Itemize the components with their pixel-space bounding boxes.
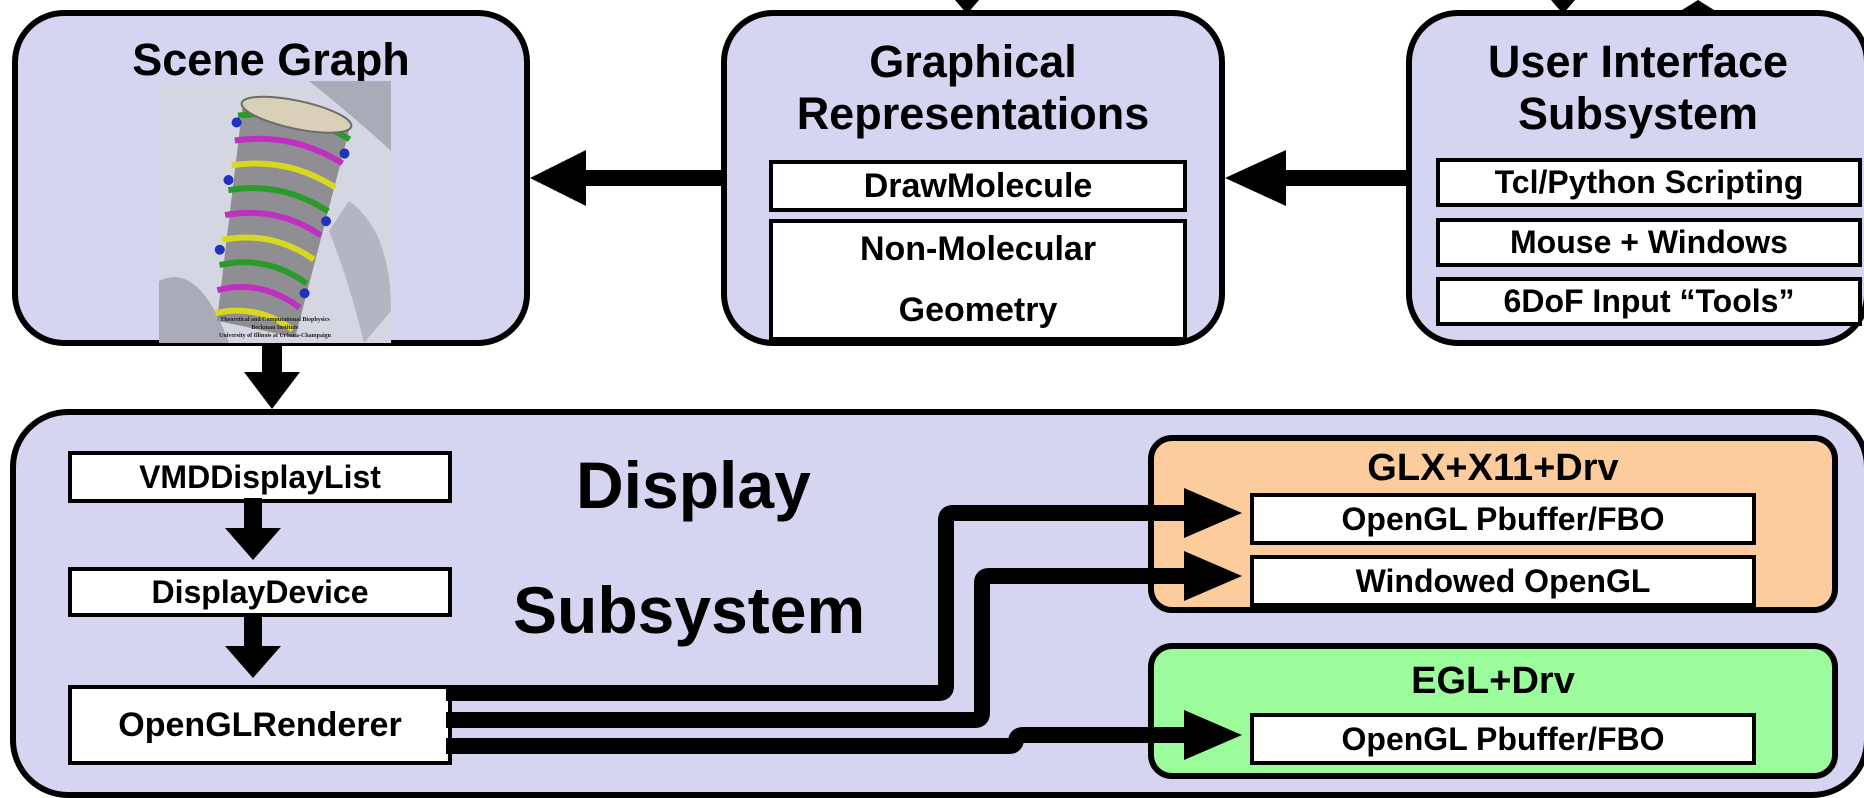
vmddisplaylist-label: VMDDisplayList	[139, 458, 381, 495]
scenegraph-to-display-shaft	[262, 346, 282, 374]
scenegraph-to-display-arrowhead	[244, 372, 300, 409]
openglrenderer-label: OpenGLRenderer	[118, 705, 402, 744]
graphical-representations-title-line2: Representations	[796, 88, 1150, 139]
six-dof-input-tools-box: 6DoF Input “Tools”	[1436, 277, 1862, 326]
egl-drv-title: EGL+Drv	[1411, 660, 1575, 702]
scene-graph-panel: Scene Graph	[12, 10, 530, 346]
openglrenderer-box: OpenGLRenderer	[68, 685, 452, 765]
display-subsystem-title-line2: Subsystem	[513, 573, 866, 647]
displaydevice-box: DisplayDevice	[68, 567, 452, 617]
scene-graph-title: Scene Graph	[132, 34, 410, 85]
representations-to-scenegraph-arrowhead	[530, 150, 586, 206]
windowed-opengl-label: Windowed OpenGL	[1355, 562, 1651, 599]
egl-opengl-pbuffer-fbo-label: OpenGL Pbuffer/FBO	[1341, 720, 1665, 757]
mouse-windows-label: Mouse + Windows	[1510, 224, 1788, 260]
windowed-opengl-box: Windowed OpenGL	[1250, 555, 1756, 607]
molecule-illustration: Theoretical and Computational Biophysics…	[159, 81, 391, 343]
user-interface-panel: User Interface Subsystem Tcl/Python Scri…	[1406, 10, 1864, 346]
non-molecular-label: Non-Molecular	[859, 230, 1097, 268]
glx-x11-drv-panel: GLX+X11+Drv OpenGL Pbuffer/FBO Windowed …	[1148, 435, 1838, 613]
user-interface-title-line1: User Interface	[1487, 36, 1789, 87]
glx-opengl-pbuffer-fbo-box: OpenGL Pbuffer/FBO	[1250, 493, 1756, 545]
glx-x11-drv-title: GLX+X11+Drv	[1367, 447, 1619, 489]
svg-text:University of Illinois at Urba: University of Illinois at Urbana-Champai…	[219, 333, 332, 339]
user-interface-title-line2: Subsystem	[1517, 88, 1759, 139]
graphical-representations-panel: Graphical Representations DrawMolecule N…	[721, 10, 1225, 346]
displaydevice-label: DisplayDevice	[151, 573, 369, 610]
drawmolecule-box: DrawMolecule	[769, 160, 1187, 212]
tcl-python-scripting-box: Tcl/Python Scripting	[1436, 158, 1862, 207]
egl-opengl-pbuffer-fbo-box: OpenGL Pbuffer/FBO	[1250, 713, 1756, 765]
scene-graph-image: Theoretical and Computational Biophysics…	[159, 81, 391, 343]
drawmolecule-label: DrawMolecule	[863, 166, 1093, 205]
vmddisplaylist-box: VMDDisplayList	[68, 451, 452, 503]
display-subsystem-panel: Display Subsystem VMDDisplayList Display…	[10, 409, 1864, 798]
svg-text:Beckman Institute: Beckman Institute	[251, 325, 299, 331]
representations-to-scenegraph-shaft	[580, 170, 723, 186]
mouse-windows-box: Mouse + Windows	[1436, 218, 1862, 267]
glx-opengl-pbuffer-fbo-label: OpenGL Pbuffer/FBO	[1341, 500, 1665, 537]
ui-input-arrow-up	[1682, 0, 1714, 10]
geometry-label: Geometry	[898, 291, 1058, 329]
display-subsystem-title-line1: Display	[576, 448, 811, 522]
non-molecular-geometry-box: Non-Molecular Geometry	[769, 219, 1187, 341]
six-dof-input-tools-label: 6DoF Input “Tools”	[1503, 283, 1795, 319]
graphical-representations-title-line1: Graphical	[869, 36, 1077, 87]
egl-drv-panel: EGL+Drv OpenGL Pbuffer/FBO	[1148, 643, 1838, 779]
svg-text:Theoretical and Computational: Theoretical and Computational Biophysics	[220, 317, 330, 323]
tcl-python-scripting-label: Tcl/Python Scripting	[1494, 164, 1804, 200]
ui-to-representations-shaft	[1280, 170, 1408, 186]
ui-to-representations-arrowhead	[1225, 150, 1286, 206]
